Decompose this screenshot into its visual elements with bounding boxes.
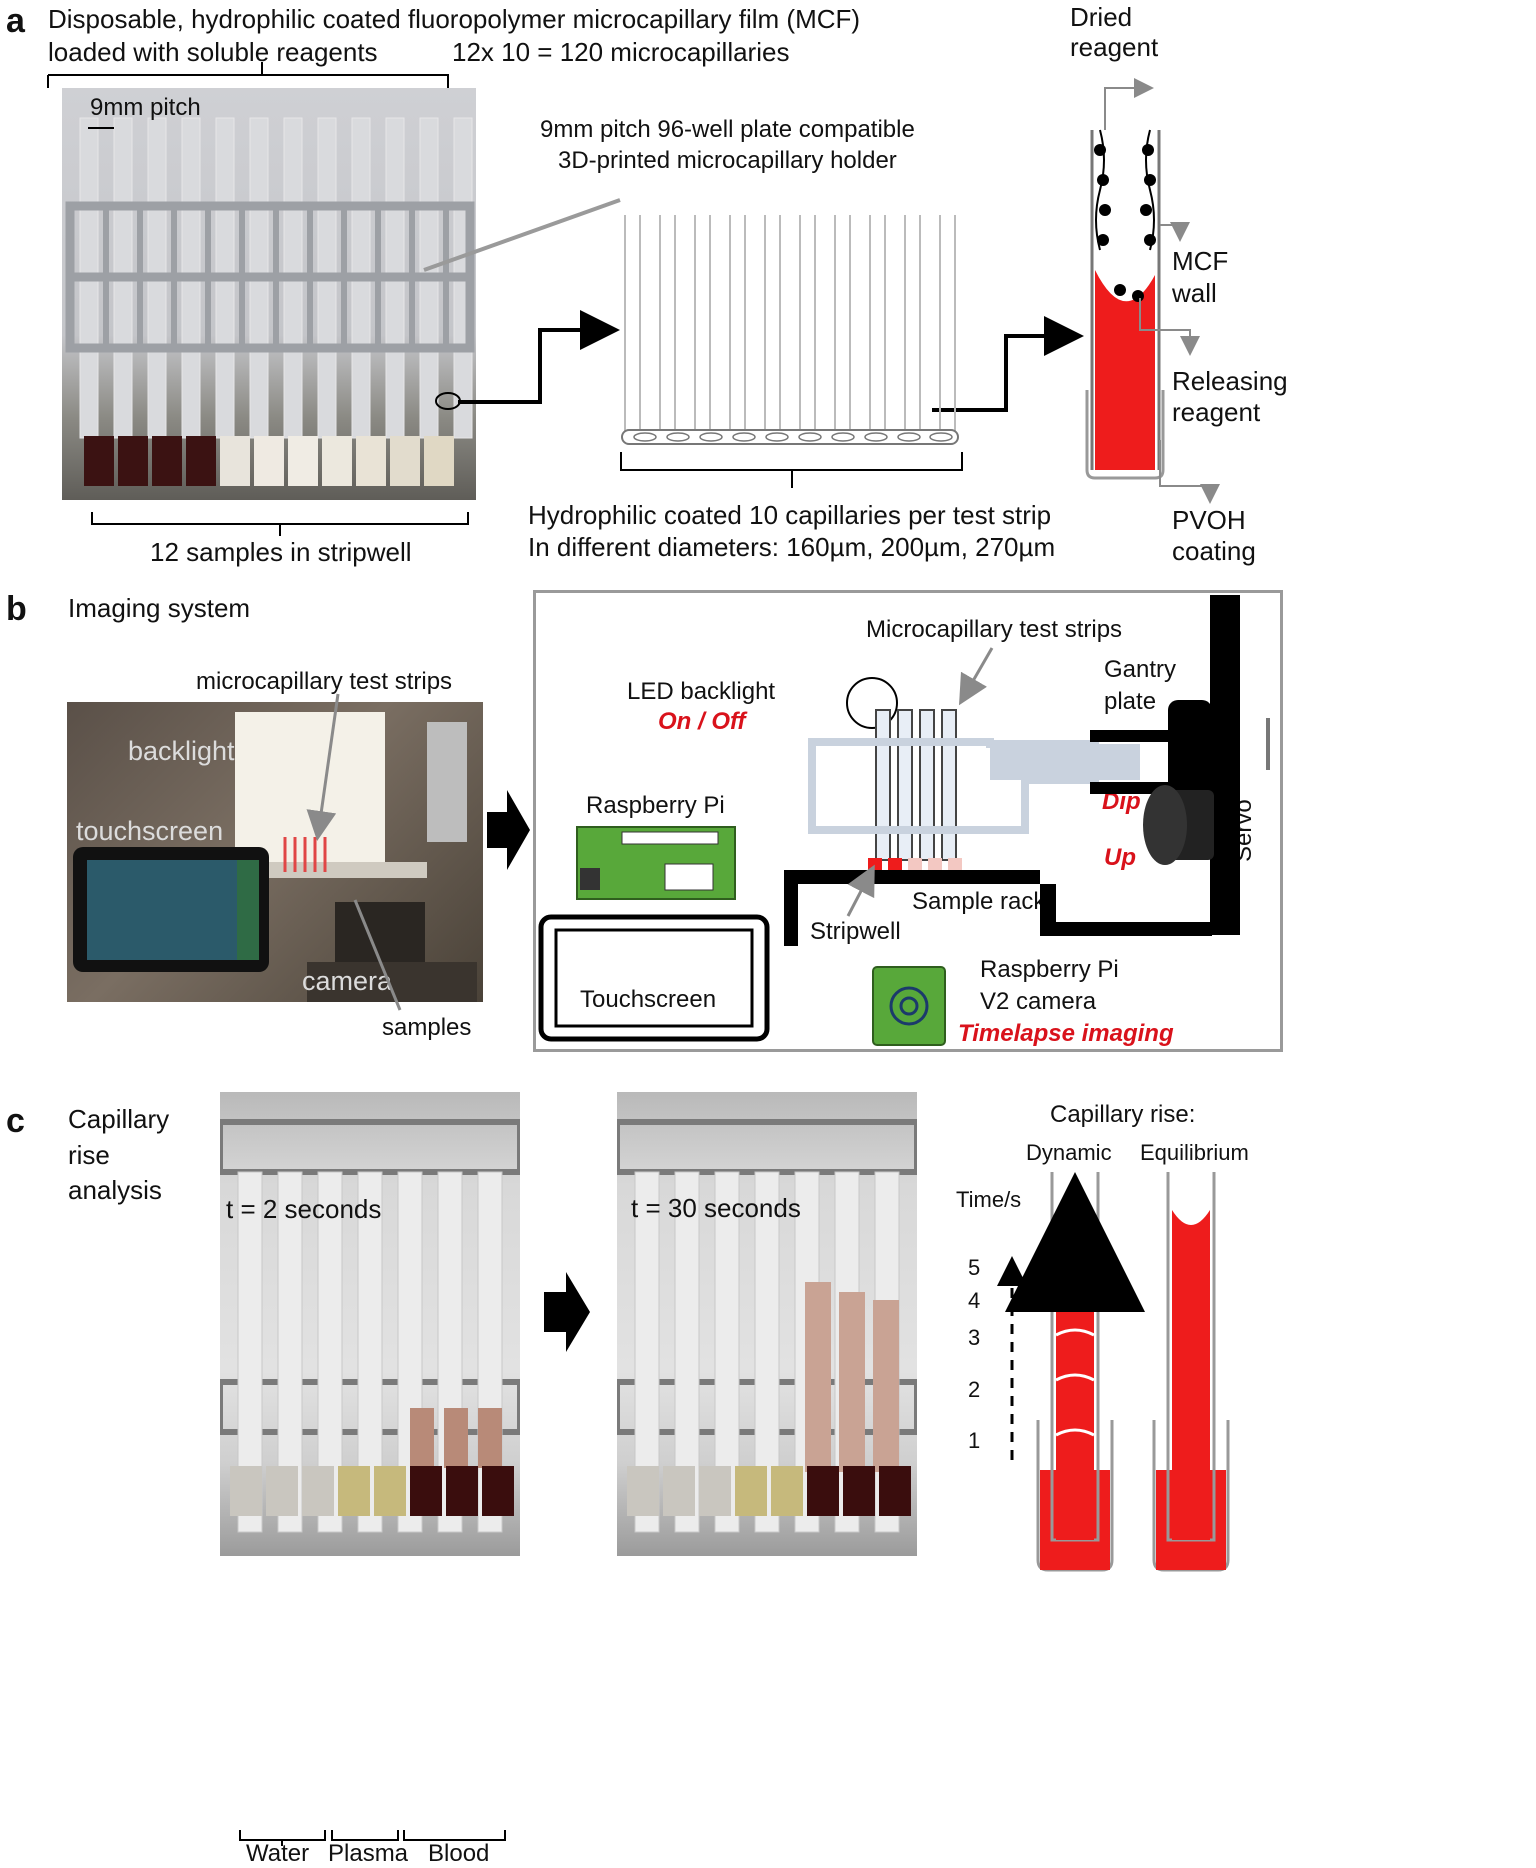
panel-c-title-1: Capillary <box>68 1104 170 1134</box>
led-onoff-label: On / Off <box>658 708 746 735</box>
plasma-brace <box>331 1830 399 1841</box>
samples-photo-label: samples <box>382 1014 472 1041</box>
water-label: Water <box>246 1840 310 1867</box>
camera-label-2: V2 camera <box>980 988 1097 1015</box>
mcf-wall-2: wall <box>1172 278 1217 308</box>
top-brace <box>47 62 449 88</box>
panel-b-title: Imaging system <box>68 593 251 623</box>
camera-label-1: Raspberry Pi <box>980 956 1119 983</box>
photo-samples-pointer <box>353 899 402 1011</box>
strip-schematic <box>624 215 956 440</box>
strips-photo-label: microcapillary test strips <box>196 668 453 695</box>
strip-base-holes <box>633 432 953 442</box>
touchscreen-box-label: Touchscreen <box>580 986 717 1013</box>
samples-label: 12 samples in stripwell <box>150 537 412 567</box>
led-label: LED backlight <box>627 678 776 705</box>
sample-rack-label: Sample rack <box>912 888 1046 915</box>
tick-2: 2 <box>968 1377 981 1402</box>
imaging-system-photo <box>67 702 483 1002</box>
dried-reagent-2: reagent <box>1070 32 1159 62</box>
sample-rack <box>784 870 1212 946</box>
blood-label: Blood <box>428 1840 490 1867</box>
dried-reagent-1: Dried <box>1070 2 1133 32</box>
step-arrow-2 <box>932 316 1084 412</box>
pvoh-coating-1: PVOH <box>1172 505 1246 535</box>
time-2s-label: t = 2 seconds <box>226 1194 382 1224</box>
holder-label-2: 3D-printed microcapillary holder <box>558 147 897 174</box>
capillary-rise-title: Capillary rise: <box>1050 1101 1196 1128</box>
time-30s-label: t = 30 seconds <box>631 1193 801 1223</box>
capillary-cross-section <box>1085 78 1220 504</box>
up-label: Up <box>1104 844 1136 871</box>
panel-a-title-1: Disposable, hydrophilic coated fluoropol… <box>48 4 861 34</box>
timelapse-label: Timelapse imaging <box>958 1020 1174 1047</box>
touchscreen-outline <box>538 914 770 1042</box>
schematic-drawing <box>538 595 1270 1046</box>
dynamic-label: Dynamic <box>1026 1140 1112 1165</box>
plasma-label: Plasma <box>328 1840 409 1867</box>
panel-b-letter: b <box>6 590 27 628</box>
tick-5: 5 <box>968 1255 981 1280</box>
holder-label-1: 9mm pitch 96-well plate compatible <box>540 116 915 143</box>
backlight-photo-label: backlight <box>128 736 235 766</box>
touchscreen-photo-label: touchscreen <box>76 816 224 846</box>
panel-b-big-arrow <box>487 790 530 870</box>
panel-c-letter: c <box>6 1102 25 1140</box>
imaging-schematic <box>533 590 1283 1052</box>
mcf-holder-photo <box>62 88 476 500</box>
samples-brace <box>91 512 469 536</box>
tick-1: 1 <box>968 1428 981 1453</box>
mcf-wall-1: MCF <box>1172 246 1229 276</box>
camera-module <box>872 966 946 1046</box>
strip-label-2: In different diameters: 160µm, 200µm, 27… <box>528 532 1056 562</box>
holder-pointer <box>423 198 621 272</box>
capillary-rise-schematic <box>997 1172 1230 1572</box>
stripwell-label: Stripwell <box>810 918 901 945</box>
water-brace <box>239 1830 326 1846</box>
strip-base <box>621 429 959 445</box>
panel-a-title-2: loaded with soluble reagents <box>48 37 378 67</box>
tick-4: 4 <box>968 1288 981 1313</box>
gantry-label-2: plate <box>1104 688 1157 715</box>
panel-c-title-3: analysis <box>68 1175 162 1205</box>
strip-brace <box>620 452 963 488</box>
camera-photo-label: camera <box>302 966 393 996</box>
rise-photo-2s-drawing <box>220 1119 520 1533</box>
panel-c-title-2: rise <box>68 1140 110 1170</box>
capillary-count: 12x 10 = 120 microcapillaries <box>452 37 790 67</box>
mcf-holder-drawing <box>65 117 475 486</box>
pitch-label: 9mm pitch <box>90 94 201 121</box>
releasing-reagent-1: Releasing <box>1172 366 1288 396</box>
panel-a-letter: a <box>6 2 25 40</box>
equilibrium-label: Equilibrium <box>1140 1140 1249 1165</box>
schematic-strips-label: Microcapillary test strips <box>866 616 1123 643</box>
raspberry-pi-label: Raspberry Pi <box>586 792 725 819</box>
strip-label-1: Hydrophilic coated 10 capillaries per te… <box>528 500 1052 530</box>
gantry-label-1: Gantry <box>1104 656 1177 683</box>
panel-c-big-arrow <box>544 1272 590 1352</box>
imaging-system-drawing <box>73 712 477 1002</box>
rise-photo-30s <box>617 1092 917 1556</box>
rise-photo-30s-drawing <box>617 1119 917 1533</box>
servo-column <box>1210 595 1240 935</box>
photo-strips-pointer <box>306 693 340 841</box>
tick-3: 3 <box>968 1325 981 1350</box>
releasing-reagent-2: reagent <box>1172 397 1261 427</box>
blood-brace <box>403 1830 506 1841</box>
rise-photo-2s <box>220 1092 520 1556</box>
step-arrow-1 <box>458 310 620 404</box>
pvoh-coating-2: coating <box>1172 536 1256 566</box>
